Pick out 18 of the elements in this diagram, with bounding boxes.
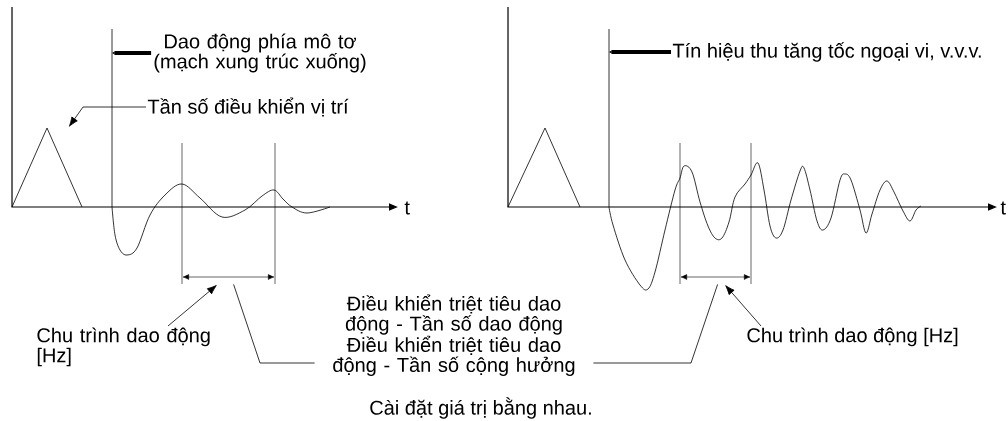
leader-line bbox=[725, 285, 762, 327]
arrow bbox=[112, 51, 152, 55]
callout-text: Tín hiệu thu tăng tốc ngoại vi, v.v.v. bbox=[672, 42, 981, 62]
callout-text: Tần số điều khiển vị trí bbox=[147, 97, 349, 117]
callout-text: Chu trình dao động [Hz] bbox=[37, 327, 210, 367]
leader-line bbox=[233, 284, 315, 364]
leader-line bbox=[593, 284, 718, 364]
callout-text: Dao động phía mô tơ (mạch xung trúc xuống) bbox=[154, 33, 366, 73]
leader-line bbox=[167, 285, 217, 327]
period-dimension bbox=[181, 142, 276, 285]
note-text: Cài đặt giá trị bằng nhau. bbox=[370, 397, 591, 419]
leader-line bbox=[69, 106, 147, 127]
axis-label: t bbox=[1000, 201, 1006, 215]
axis-label: t bbox=[404, 201, 410, 215]
callout-text: Chu trình dao động [Hz] bbox=[747, 327, 958, 347]
callout-text: Điều khiển triệt tiêu dao động - Tần số dao động Điều khiển triệt tiêu dao động - Tần số cộng hưởng bbox=[333, 294, 575, 376]
triangle-pulse bbox=[11, 127, 83, 208]
arrow bbox=[609, 50, 671, 54]
